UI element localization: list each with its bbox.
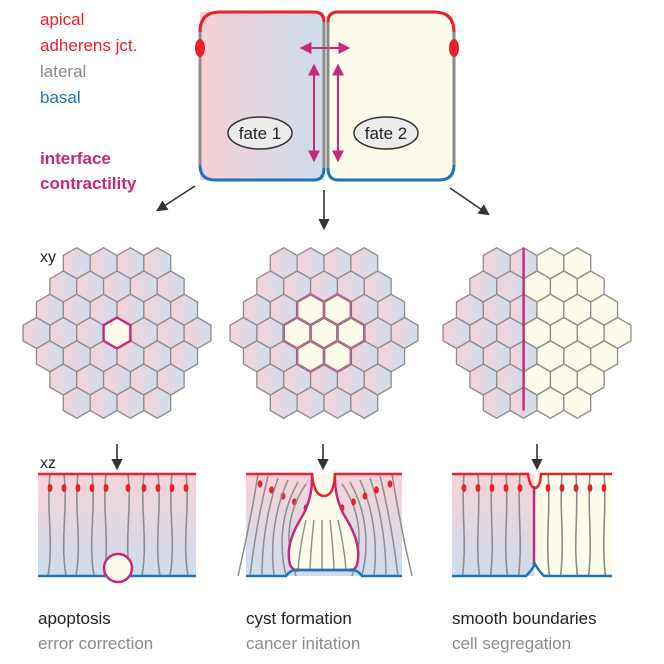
fate2-label: fate 2 [365, 124, 408, 143]
xz-cyst-apical [246, 472, 402, 498]
junction-dot [362, 492, 368, 500]
cyst-lateral-line [297, 519, 307, 571]
cell2-apical [326, 10, 456, 33]
junction-dot [155, 484, 161, 492]
fate1-label: fate 1 [239, 124, 282, 143]
junction-dot [269, 486, 274, 494]
junction-dot [169, 484, 175, 492]
cell1-apical [198, 10, 326, 33]
lateral-line [391, 473, 413, 577]
outcome-cyst-title: cyst formation [246, 609, 352, 628]
tissue-boundaries-right-bg [534, 474, 612, 576]
hex-grid-cyst [229, 246, 419, 420]
legend-interface-line2: contractility [40, 174, 137, 193]
junction-dot [374, 486, 379, 494]
fate1-label-bubble [227, 116, 293, 150]
cell1-basal [198, 164, 326, 182]
arrow-to-boundaries [449, 187, 490, 216]
legend-interface-line1: interface [40, 149, 111, 168]
junction-dot [559, 484, 565, 492]
junction-dot [601, 484, 607, 492]
lateral-line [369, 477, 387, 577]
hex-cell [350, 386, 379, 420]
xz-cyst-basal [246, 568, 402, 578]
cyst-inner-lines [297, 519, 347, 571]
cell-fate2-body [326, 12, 454, 180]
junction-dot [103, 484, 109, 492]
junction-dot [125, 484, 131, 492]
cell-fate1-body [200, 12, 324, 180]
lateral-line [349, 481, 367, 577]
junction-dot [257, 480, 263, 488]
hex-grid-apoptosis [22, 246, 212, 420]
junction-dot [503, 484, 509, 492]
apoptotic-cell [102, 552, 134, 584]
junction-dot [387, 480, 393, 488]
cyst-lateral-line [337, 519, 347, 571]
junction-dot [89, 484, 95, 492]
legend-basal: basal [40, 88, 81, 107]
outcome-cyst-subtitle: cancer initation [246, 634, 360, 653]
hex-cell-interface [102, 316, 132, 350]
junction-dot [47, 484, 53, 492]
cyst-lateral-line [329, 519, 335, 571]
outcome-apoptosis-title: apoptosis [38, 609, 111, 628]
outcome-apoptosis-subtitle: error correction [38, 634, 153, 653]
adherens-junction-right [449, 39, 459, 57]
lateral-line [281, 481, 299, 577]
lateral-line [359, 479, 377, 577]
hex-grid-boundaries [442, 246, 632, 420]
cell2-basal [326, 164, 456, 182]
junction-dot [517, 484, 523, 492]
view-label-xz: xz [40, 455, 56, 472]
cyst-lateral-line [309, 519, 315, 571]
top-cells: fate 1 fate 2 [195, 10, 459, 182]
xz-boundaries-basal [452, 561, 612, 578]
junction-dot [475, 484, 481, 492]
lateral-line [249, 475, 269, 577]
xz-panel-boundaries [452, 472, 612, 578]
junction-dot [141, 484, 147, 492]
fate2-label-bubble [353, 116, 419, 150]
view-label-xy: xy [40, 249, 56, 266]
legend-lateral: lateral [40, 62, 86, 81]
junction-dot [183, 484, 189, 492]
adherens-junction-left [195, 39, 205, 57]
lateral-line [379, 475, 399, 577]
outcome-boundaries-subtitle: cell segregation [452, 634, 571, 653]
lateral-line [271, 479, 289, 577]
junction-dot [61, 484, 67, 492]
outcome-boundaries-title: smooth boundaries [452, 609, 597, 628]
junction-dot [573, 484, 579, 492]
junction-dot [351, 498, 356, 506]
junction-dot [461, 484, 467, 492]
lateral-line [261, 477, 279, 577]
junction-dot [75, 484, 81, 492]
hex-cell-inner-edge [323, 339, 352, 373]
xz-boundaries-apical [452, 472, 612, 490]
junction-dot [545, 484, 551, 492]
junction-dot [489, 484, 495, 492]
hex-cell [563, 386, 592, 420]
hex-cell [143, 386, 172, 420]
xz-panel-apoptosis [38, 472, 196, 584]
legend-apical: apical [40, 10, 84, 29]
xz-apoptosis-lateral-lines [47, 473, 189, 577]
lateral-line [237, 473, 259, 577]
arrow-to-apoptosis [156, 185, 196, 212]
xz-boundaries-lateral-lines [461, 473, 607, 577]
legend-adherens: adherens jct. [40, 36, 137, 55]
junction-dot [587, 484, 593, 492]
xz-panel-cyst [237, 472, 413, 578]
